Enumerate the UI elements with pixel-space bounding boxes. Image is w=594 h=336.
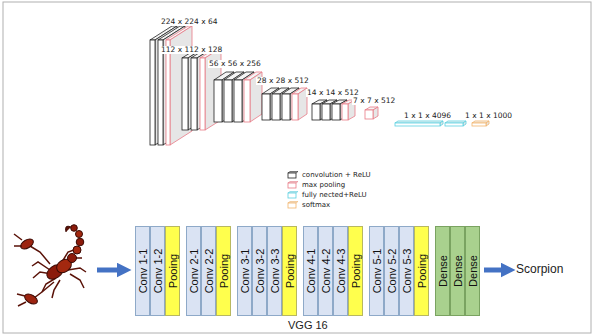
layer-name: Pooing — [284, 254, 295, 288]
layer-name: Pooing — [218, 254, 229, 288]
layer-name: Conv 2-1 — [188, 249, 199, 294]
feature-volume — [445, 121, 466, 126]
conv-layer-box: Conv 5-1 — [369, 226, 384, 316]
dense-layer-box: Dense — [465, 226, 480, 316]
layer-name: Conv 2-2 — [203, 249, 214, 294]
pooling-layer-box: Pooing — [282, 226, 297, 316]
legend-text: max pooling — [302, 182, 345, 189]
input-arrow — [97, 268, 124, 273]
output-arrow — [484, 268, 508, 273]
dimension-label: 14 x 14 x 512 — [306, 89, 360, 97]
layer-name: Pooing — [416, 254, 427, 288]
layer-name: Conv 4-3 — [335, 249, 346, 294]
pooling-layer-box: Pooing — [216, 226, 231, 316]
conv-layer-box: Conv 5-2 — [384, 226, 399, 316]
dense-layer-box: Dense — [450, 226, 465, 316]
conv-layer-box: Conv 1-1 — [135, 226, 150, 316]
layer-name: Conv 3-2 — [254, 249, 265, 294]
layer-name: Pooing — [167, 254, 178, 288]
conv-layer-box: Conv 4-2 — [318, 226, 333, 316]
legend-sample — [288, 182, 298, 189]
conv-layer-box: Conv 3-3 — [267, 226, 282, 316]
legend-sample — [288, 172, 298, 179]
layer-name: Conv 5-3 — [401, 249, 412, 294]
dimension-label: 56 x 56 x 256 — [208, 60, 262, 68]
dense-layer-box: Dense — [435, 226, 450, 316]
conv-layer-box: Conv 4-1 — [303, 226, 318, 316]
layer-name: Dense — [467, 255, 478, 287]
layer-name: Conv 5-1 — [371, 249, 382, 294]
pooling-layer-box: Pooing — [165, 226, 180, 316]
layer-name: Conv 1-2 — [152, 249, 163, 294]
dimension-label: 7 x 7 x 512 — [352, 97, 396, 105]
dimension-label: 1 x 1 x 4096 — [403, 112, 452, 120]
pooling-layer-box: Pooing — [414, 226, 429, 316]
legend-swatches — [288, 172, 298, 209]
conv-layer-box: Conv 3-2 — [252, 226, 267, 316]
legend-text: softmax — [302, 202, 330, 209]
legend-text: convolution + ReLU — [302, 172, 371, 179]
scorpion-picture — [14, 225, 86, 306]
pooling-layer-box: Pooing — [348, 226, 363, 316]
conv-layer-box: Conv 2-2 — [201, 226, 216, 316]
feature-volume — [292, 88, 307, 120]
network-name: VGG 16 — [288, 319, 328, 331]
dimension-label: 28 x 28 x 512 — [256, 77, 310, 85]
dimension-label: 224 x 224 x 64 — [160, 18, 219, 26]
layer-name: Dense — [452, 255, 463, 287]
conv-layer-box: Conv 1-2 — [150, 226, 165, 316]
layer-name: Conv 4-1 — [305, 249, 316, 294]
conv-layer-box: Conv 2-1 — [186, 226, 201, 316]
legend-sample — [288, 202, 298, 209]
feature-volume — [182, 48, 204, 130]
feature-volume — [395, 121, 443, 126]
frame — [3, 2, 591, 333]
legend-text: fully nected+ReLU — [302, 192, 367, 199]
layer-name: Conv 1-1 — [137, 249, 148, 294]
layer-name: Conv 3-3 — [269, 249, 280, 294]
layer-name: Conv 4-2 — [320, 249, 331, 294]
feature-volume — [472, 121, 489, 126]
dimension-label: 1 x 1 x 1000 — [464, 112, 513, 120]
legend-sample — [288, 192, 298, 199]
layer-name: Conv 5-2 — [386, 249, 397, 294]
output-class: Scorpion — [516, 262, 563, 276]
layer-name: Dense — [437, 255, 448, 287]
conv-layer-box: Conv 4-3 — [333, 226, 348, 316]
conv-layer-box: Conv 5-3 — [399, 226, 414, 316]
feature-volume — [365, 107, 378, 119]
conv-layer-box: Conv 3-1 — [237, 226, 252, 316]
layer-name: Pooing — [350, 254, 361, 288]
dimension-label: 112 x 112 x 128 — [160, 46, 223, 54]
vgg-volumes — [150, 26, 489, 145]
layer-name: Conv 3-1 — [239, 249, 250, 294]
feature-volume — [166, 26, 192, 145]
